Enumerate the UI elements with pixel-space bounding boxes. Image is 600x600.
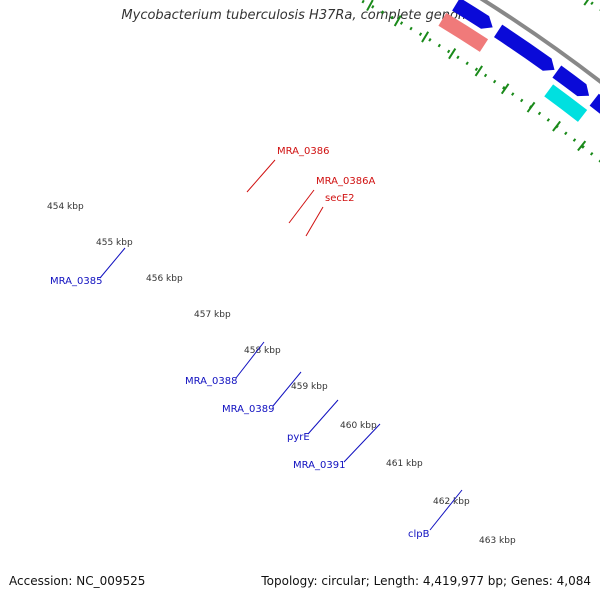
genome-backbone xyxy=(479,0,600,84)
gene-cds-MRA_0388 xyxy=(438,12,489,52)
inner-tick-mark xyxy=(500,83,510,95)
gene-label-secE2: secE2 xyxy=(325,193,355,204)
gene-label-MRA_0391: MRA_0391 xyxy=(293,460,345,471)
map-title: Mycobacterium tuberculosis H37Ra, comple… xyxy=(121,8,479,23)
kbp-tick-label: 461 kbp xyxy=(386,459,423,469)
inner-tick-mark xyxy=(577,140,587,152)
gene-cds xyxy=(452,0,493,29)
kbp-tick-label: 460 kbp xyxy=(340,421,377,431)
accession-text: Accession: NC_009525 xyxy=(9,574,146,588)
kbp-tick-label: 454 kbp xyxy=(47,202,84,212)
kbp-tick-label: 455 kbp xyxy=(96,238,133,248)
kbp-tick-label: 458 kbp xyxy=(244,346,281,356)
kbp-tick-label: 459 kbp xyxy=(291,382,328,392)
gene-cds-pyrE xyxy=(544,84,588,122)
gene-label-leader xyxy=(235,341,265,379)
inner-tick-mark xyxy=(474,65,483,77)
gene-label-leader xyxy=(429,489,463,531)
gene-cds xyxy=(552,65,590,97)
gene-label-leader xyxy=(305,206,324,237)
kbp-tick-label: 463 kbp xyxy=(479,536,516,546)
gene-label-MRA_0386: MRA_0386 xyxy=(277,146,329,157)
gene-label-leader xyxy=(343,423,381,463)
gene-label-leader xyxy=(307,399,339,435)
gene-label-MRA_0389: MRA_0389 xyxy=(222,404,274,415)
gene-label-MRA_0386A: MRA_0386A xyxy=(316,176,375,187)
inner-tick-mark xyxy=(552,120,561,132)
inner-tick-mark xyxy=(421,31,430,43)
inner-tick-mark xyxy=(526,101,536,113)
outer-tick-mark xyxy=(583,0,590,6)
gene-label-clpB: clpB xyxy=(408,529,430,540)
kbp-tick-label: 462 kbp xyxy=(433,497,470,507)
gene-label-leader xyxy=(99,247,126,279)
gene-cds xyxy=(493,24,555,71)
inner-tick-mark xyxy=(366,0,374,12)
gene-label-MRA_0388: MRA_0388 xyxy=(185,376,237,387)
gene-label-leader xyxy=(288,189,315,224)
gene-label-MRA_0385: MRA_0385 xyxy=(50,276,102,287)
inner-tick-mark xyxy=(393,15,402,27)
inner-dotted-ring xyxy=(356,0,600,163)
gene-label-leader xyxy=(246,159,276,193)
gene-label-pyrE: pyrE xyxy=(287,432,310,443)
gene-cds xyxy=(589,93,600,114)
kbp-tick-label: 456 kbp xyxy=(146,274,183,284)
gene-label-leader xyxy=(272,371,302,407)
kbp-tick-label: 457 kbp xyxy=(194,310,231,320)
inner-tick-mark xyxy=(448,48,457,60)
genome-summary-text: Topology: circular; Length: 4,419,977 bp… xyxy=(261,574,591,588)
